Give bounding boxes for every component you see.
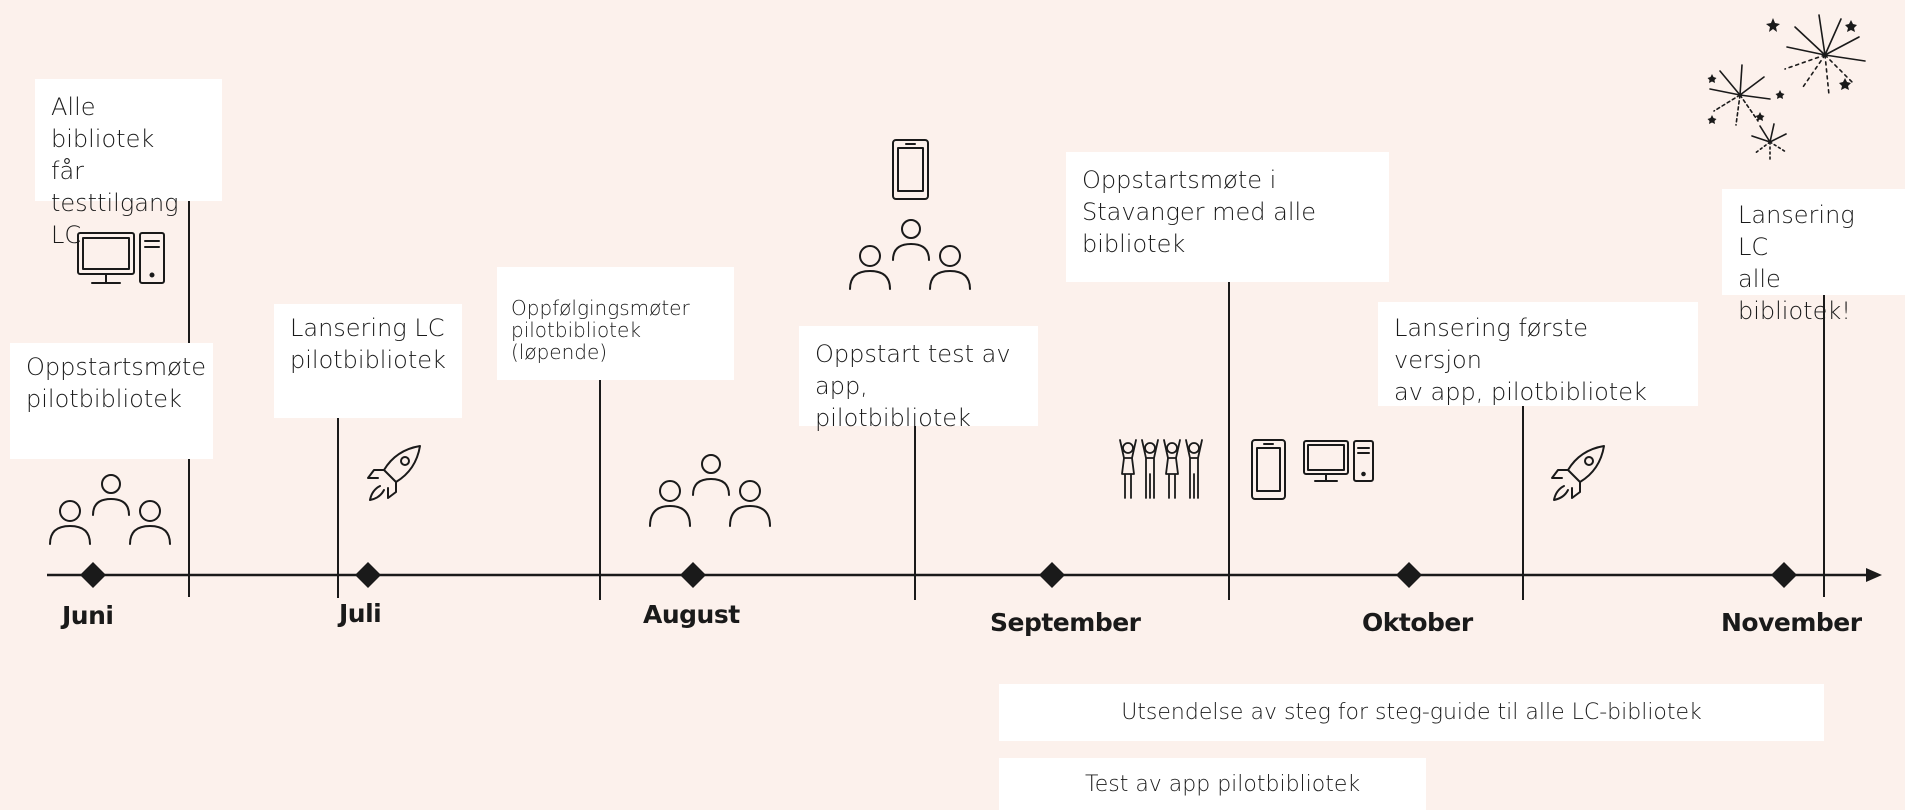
milestone-lansering-pilot: Lansering LC pilotbibliotek <box>274 304 462 418</box>
rocket-icon <box>1551 445 1605 501</box>
connector-line <box>914 426 916 600</box>
diamond-marker <box>1039 562 1065 588</box>
computer-icon <box>1303 440 1374 482</box>
bar-test-app: Test av app pilotbibliotek <box>999 758 1426 810</box>
diamond-marker <box>1396 562 1422 588</box>
milestone-oppstart-pilot: Oppstartsmøte pilotbibliotek <box>10 343 213 459</box>
milestone-lansering-alle: Lansering LC alle bibliotek! <box>1722 189 1905 325</box>
bar-guide: Utsendelse av steg for steg-guide til al… <box>999 684 1824 741</box>
milestone-oppstart-test: Oppstart test av app, pilotbibliotek <box>799 326 1038 432</box>
connector-line <box>599 380 601 600</box>
fireworks-icon <box>1707 14 1866 163</box>
month-label: August <box>643 600 740 629</box>
rocket-icon <box>367 445 421 501</box>
people-icon <box>849 219 971 290</box>
month-label: Juli <box>339 599 382 628</box>
diamond-marker <box>355 562 381 588</box>
month-label: Oktober <box>1362 608 1473 637</box>
connector-line <box>1823 295 1825 597</box>
celebrating-people-icon <box>1119 439 1203 499</box>
month-label: November <box>1721 608 1862 637</box>
month-label: September <box>990 608 1141 637</box>
diamond-marker <box>80 562 106 588</box>
milestone-stavanger: Oppstartsmøte i Stavanger med alle bibli… <box>1066 152 1389 282</box>
month-label: Juni <box>62 601 114 630</box>
milestone-testtilgang: Alle bibliotek får testtilgang LC <box>35 79 222 249</box>
diamond-marker <box>680 562 706 588</box>
people-icon <box>649 454 771 527</box>
connector-line <box>1522 404 1524 600</box>
connector-line <box>337 418 339 598</box>
computer-icon <box>77 232 165 284</box>
connector-line <box>1228 282 1230 600</box>
phone-icon <box>1251 439 1286 500</box>
people-icon <box>49 474 171 545</box>
phone-icon <box>892 139 929 200</box>
milestone-oppfolging: Oppfølgingsmøter pilotbibliotek (løpende… <box>497 267 734 380</box>
milestone-lansering-app: Lansering første versjon av app, pilotbi… <box>1378 302 1698 406</box>
diamond-marker <box>1771 562 1797 588</box>
